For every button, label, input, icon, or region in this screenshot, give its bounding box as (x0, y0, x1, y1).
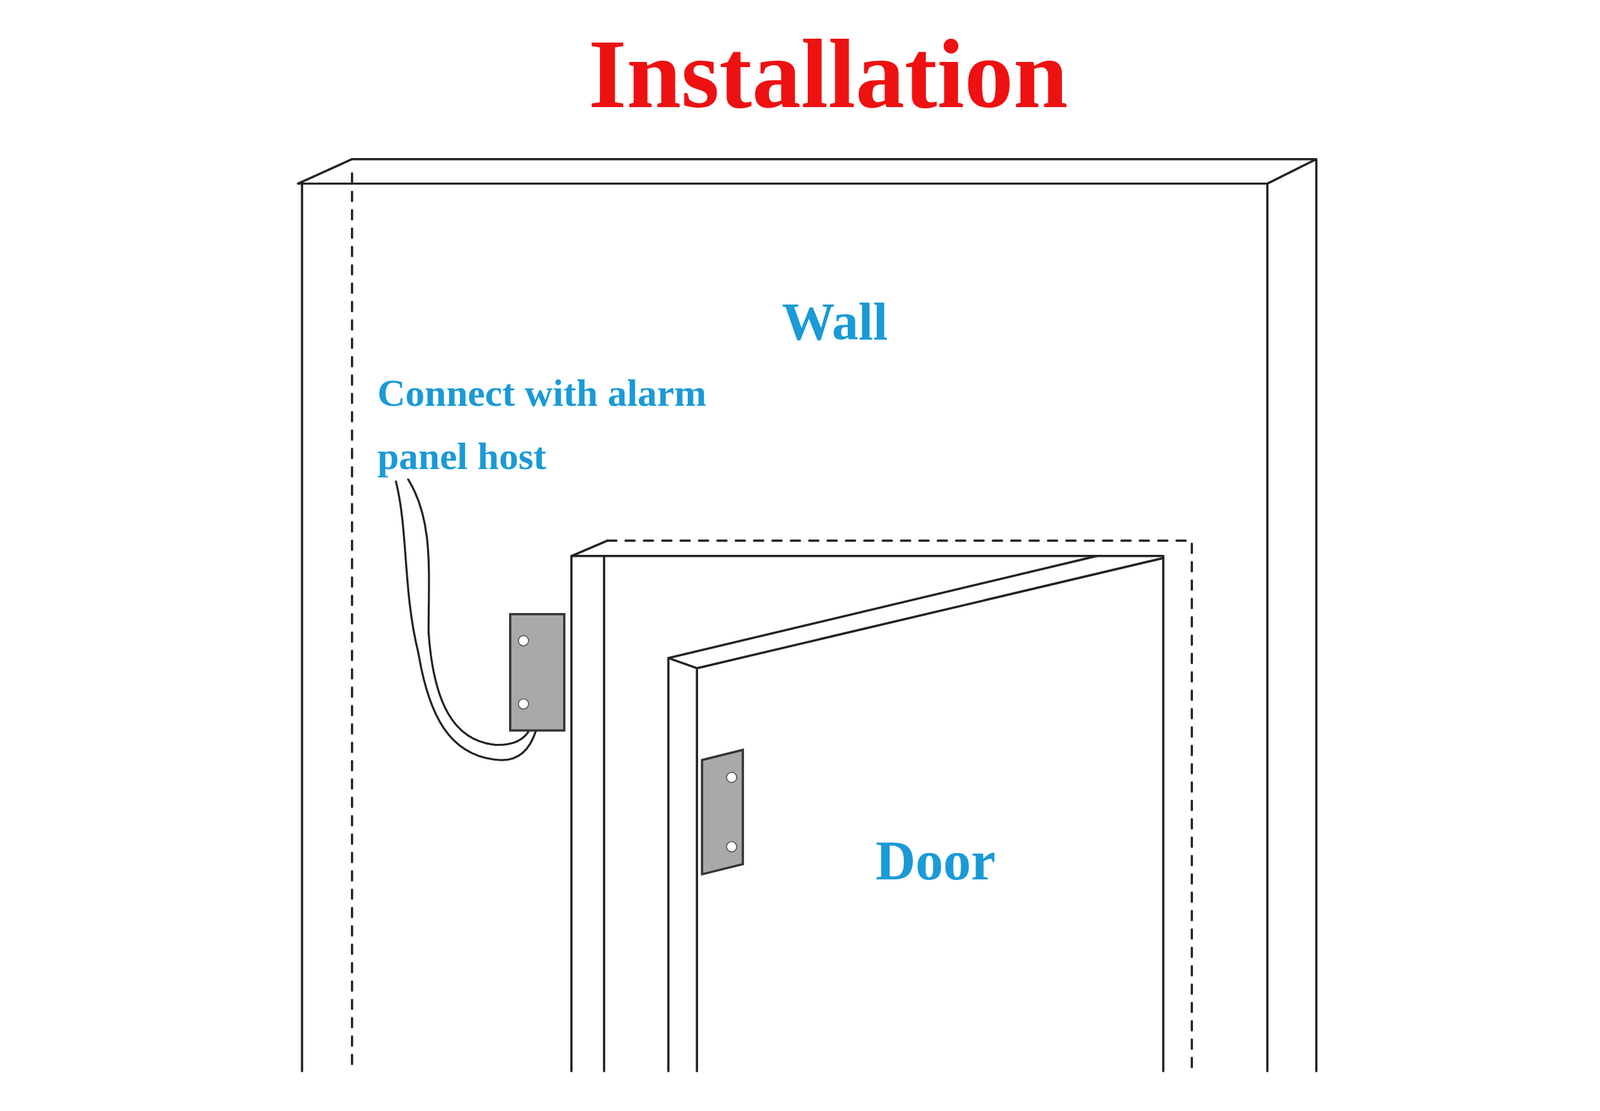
wall-frame (298, 159, 1317, 1072)
title: Installation (588, 18, 1068, 131)
wire-note: Connect with alarm panel host (377, 361, 715, 488)
magnet (701, 749, 743, 875)
screw-hole (726, 841, 737, 853)
screw-hole (518, 635, 529, 646)
door-frame (571, 540, 1164, 1071)
screw-hole (518, 698, 529, 710)
wall-hidden-edge (350, 173, 353, 1072)
reed-switch (510, 614, 565, 731)
door-frame-hidden-edge (607, 540, 1192, 1071)
door-leaf (668, 556, 1164, 1072)
screw-hole (726, 772, 737, 783)
wall-label: Wall (781, 291, 888, 353)
door-label: Door (875, 829, 996, 893)
